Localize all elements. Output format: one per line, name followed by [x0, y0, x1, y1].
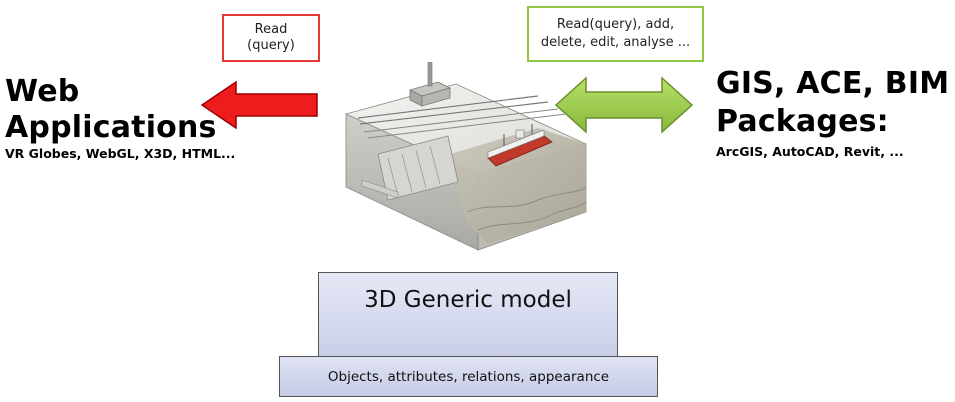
- web-applications-title-line1: Web: [5, 74, 80, 109]
- model-foundation-label: Objects, attributes, relations, appearan…: [327, 368, 610, 385]
- read-access-line1: Read: [254, 22, 288, 37]
- web-applications-title-line2: Applications: [5, 110, 217, 145]
- readwrite-access-line1: Read(query), add,: [556, 17, 675, 32]
- gis-packages-subtitle: ArcGIS, AutoCAD, Revit, ...: [716, 144, 904, 159]
- web-applications-subtitle: VR Globes, WebGL, X3D, HTML...: [5, 146, 236, 161]
- readwrite-access-box: Read(query), add, delete, edit, analyse …: [527, 6, 704, 62]
- read-access-line2: (query): [247, 38, 295, 53]
- readwrite-access-line2: delete, edit, analyse ...: [540, 35, 691, 50]
- gis-packages-title-line1: GIS, ACE, BIM: [716, 66, 950, 101]
- harbour-3d-model-icon: [344, 62, 588, 251]
- generic-model-block: 3D Generic model: [318, 272, 618, 357]
- green-double-arrow-icon: [554, 76, 694, 134]
- model-foundation-block: Objects, attributes, relations, appearan…: [279, 356, 658, 397]
- read-access-box: Read (query): [222, 14, 320, 62]
- generic-model-label: 3D Generic model: [364, 287, 572, 313]
- gis-packages-title-line2: Packages:: [716, 104, 889, 139]
- red-left-arrow-icon: [200, 80, 318, 130]
